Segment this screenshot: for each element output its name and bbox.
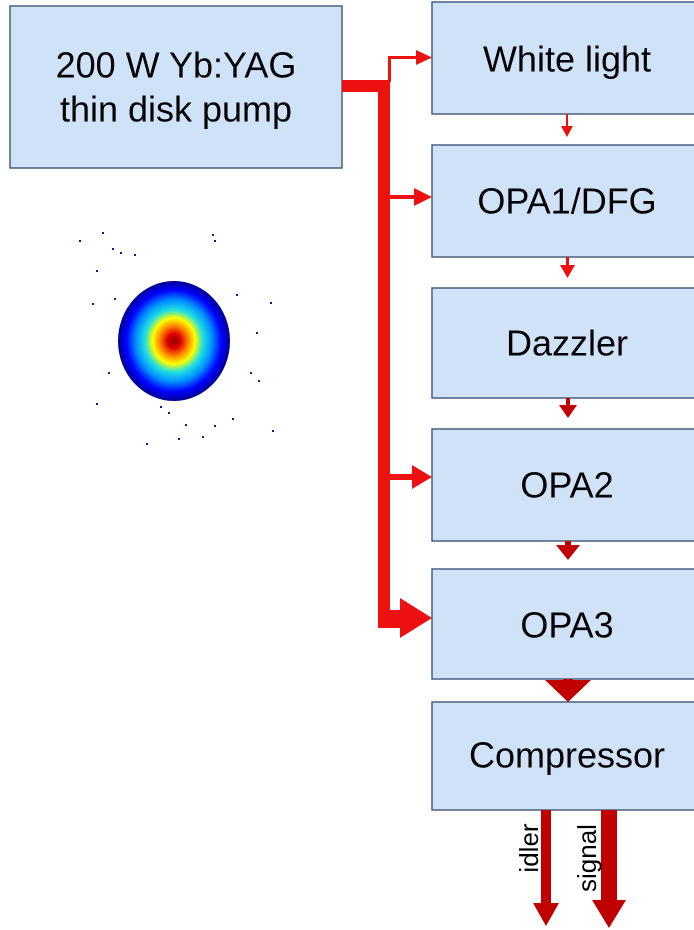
stage-white-light: White light	[431, 1, 694, 115]
stage-label: OPA1/DFG	[477, 181, 656, 222]
pump-arrow-white-light	[388, 50, 432, 82]
stage-opa2: OPA2	[431, 428, 694, 542]
beam-profile-icon	[79, 232, 274, 445]
idler-output-arrow	[533, 810, 559, 926]
stage-dazzler: Dazzler	[431, 287, 694, 399]
stage-label: Dazzler	[506, 323, 628, 364]
arrow-opa1-to-dazzler	[560, 257, 575, 278]
stage-opa1-dfg: OPA1/DFG	[431, 144, 694, 258]
pump-box: 200 W Yb:YAG thin disk pump	[9, 5, 343, 169]
stage-label: Compressor	[469, 735, 665, 776]
arrow-whitelight-to-opa1	[561, 114, 573, 137]
stage-label: White light	[483, 39, 651, 80]
arrow-dazzler-to-opa2	[559, 398, 577, 418]
pump-label-line1: 200 W Yb:YAG	[56, 45, 297, 86]
signal-label: signal	[572, 824, 602, 892]
stage-opa3: OPA3	[431, 568, 694, 680]
arrow-opa2-to-opa3	[556, 541, 580, 560]
stage-label: OPA2	[520, 465, 613, 506]
pump-distribution-line	[342, 80, 390, 628]
idler-label: idler	[514, 823, 544, 872]
stage-label: OPA3	[520, 605, 613, 646]
pump-arrow-opa1	[390, 188, 432, 206]
pump-label-line2: thin disk pump	[60, 89, 292, 130]
stage-compressor: Compressor	[431, 701, 694, 811]
signal-output-arrow	[592, 810, 626, 928]
arrow-opa3-to-compressor	[545, 679, 591, 702]
pump-arrow-opa2	[390, 465, 432, 489]
pump-arrow-opa3	[390, 598, 432, 638]
